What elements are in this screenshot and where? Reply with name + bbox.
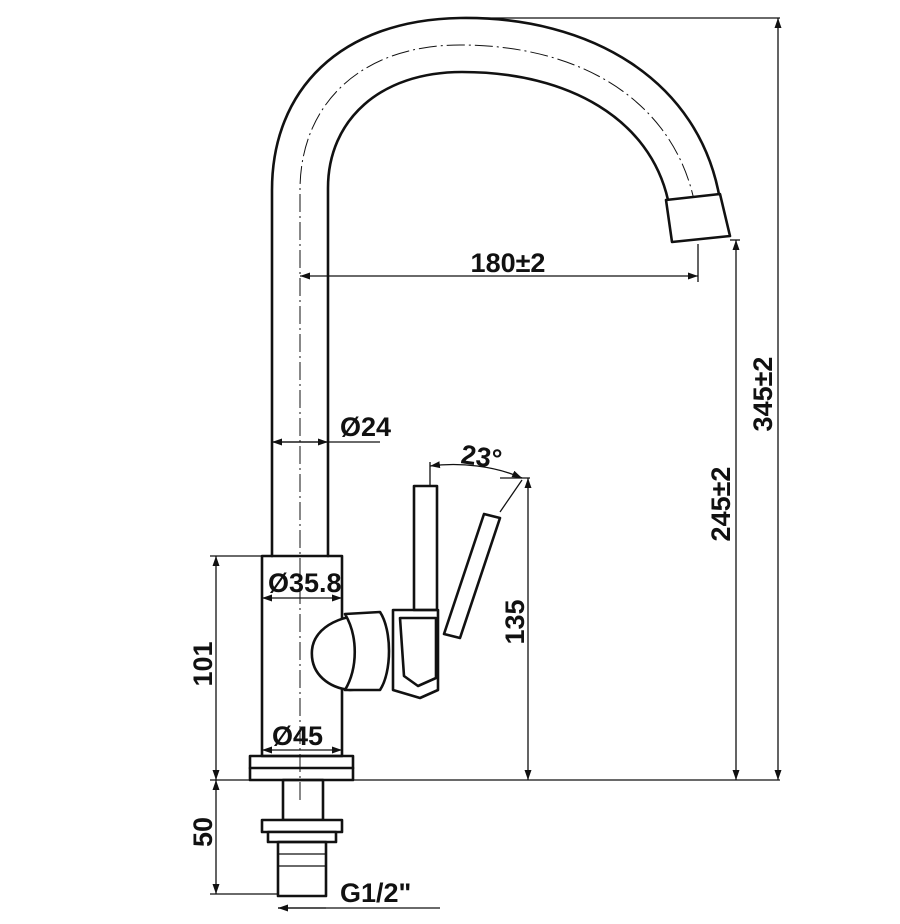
label-spout-height: 245±2 bbox=[706, 467, 736, 542]
label-body-diameter-upper: Ø35.8 bbox=[268, 568, 342, 598]
mounting-shank bbox=[260, 778, 344, 898]
label-body-height: 101 bbox=[188, 641, 218, 686]
lever-handle bbox=[391, 479, 523, 700]
label-spout-reach: 180±2 bbox=[471, 248, 546, 278]
lock-washer bbox=[260, 818, 344, 834]
valve-cartridge bbox=[310, 610, 391, 692]
spout-inner-edge bbox=[326, 70, 670, 558]
label-spout-diameter: Ø24 bbox=[340, 412, 391, 442]
shank-upper bbox=[281, 778, 325, 822]
extension-lines bbox=[210, 17, 780, 895]
spout-aerator bbox=[664, 192, 732, 244]
dimension-lines bbox=[212, 18, 782, 912]
label-body-diameter-lower: Ø45 bbox=[272, 721, 323, 751]
spout-centerline bbox=[299, 44, 695, 800]
shank-thread bbox=[276, 840, 328, 898]
spout-outer-edge bbox=[270, 16, 722, 558]
label-lever-angle: 23° bbox=[459, 439, 504, 474]
lever-tilted bbox=[442, 512, 502, 640]
label-shank-length: 50 bbox=[188, 817, 218, 847]
dimension-labels: 180±2 Ø24 23° Ø35.8 Ø45 101 135 245±2 34… bbox=[188, 248, 778, 908]
label-lever-height: 135 bbox=[500, 599, 530, 644]
label-thread: G1/2" bbox=[340, 878, 411, 908]
label-total-height: 345±2 bbox=[748, 357, 778, 432]
lever-vertical bbox=[412, 484, 439, 612]
spout bbox=[270, 16, 732, 800]
